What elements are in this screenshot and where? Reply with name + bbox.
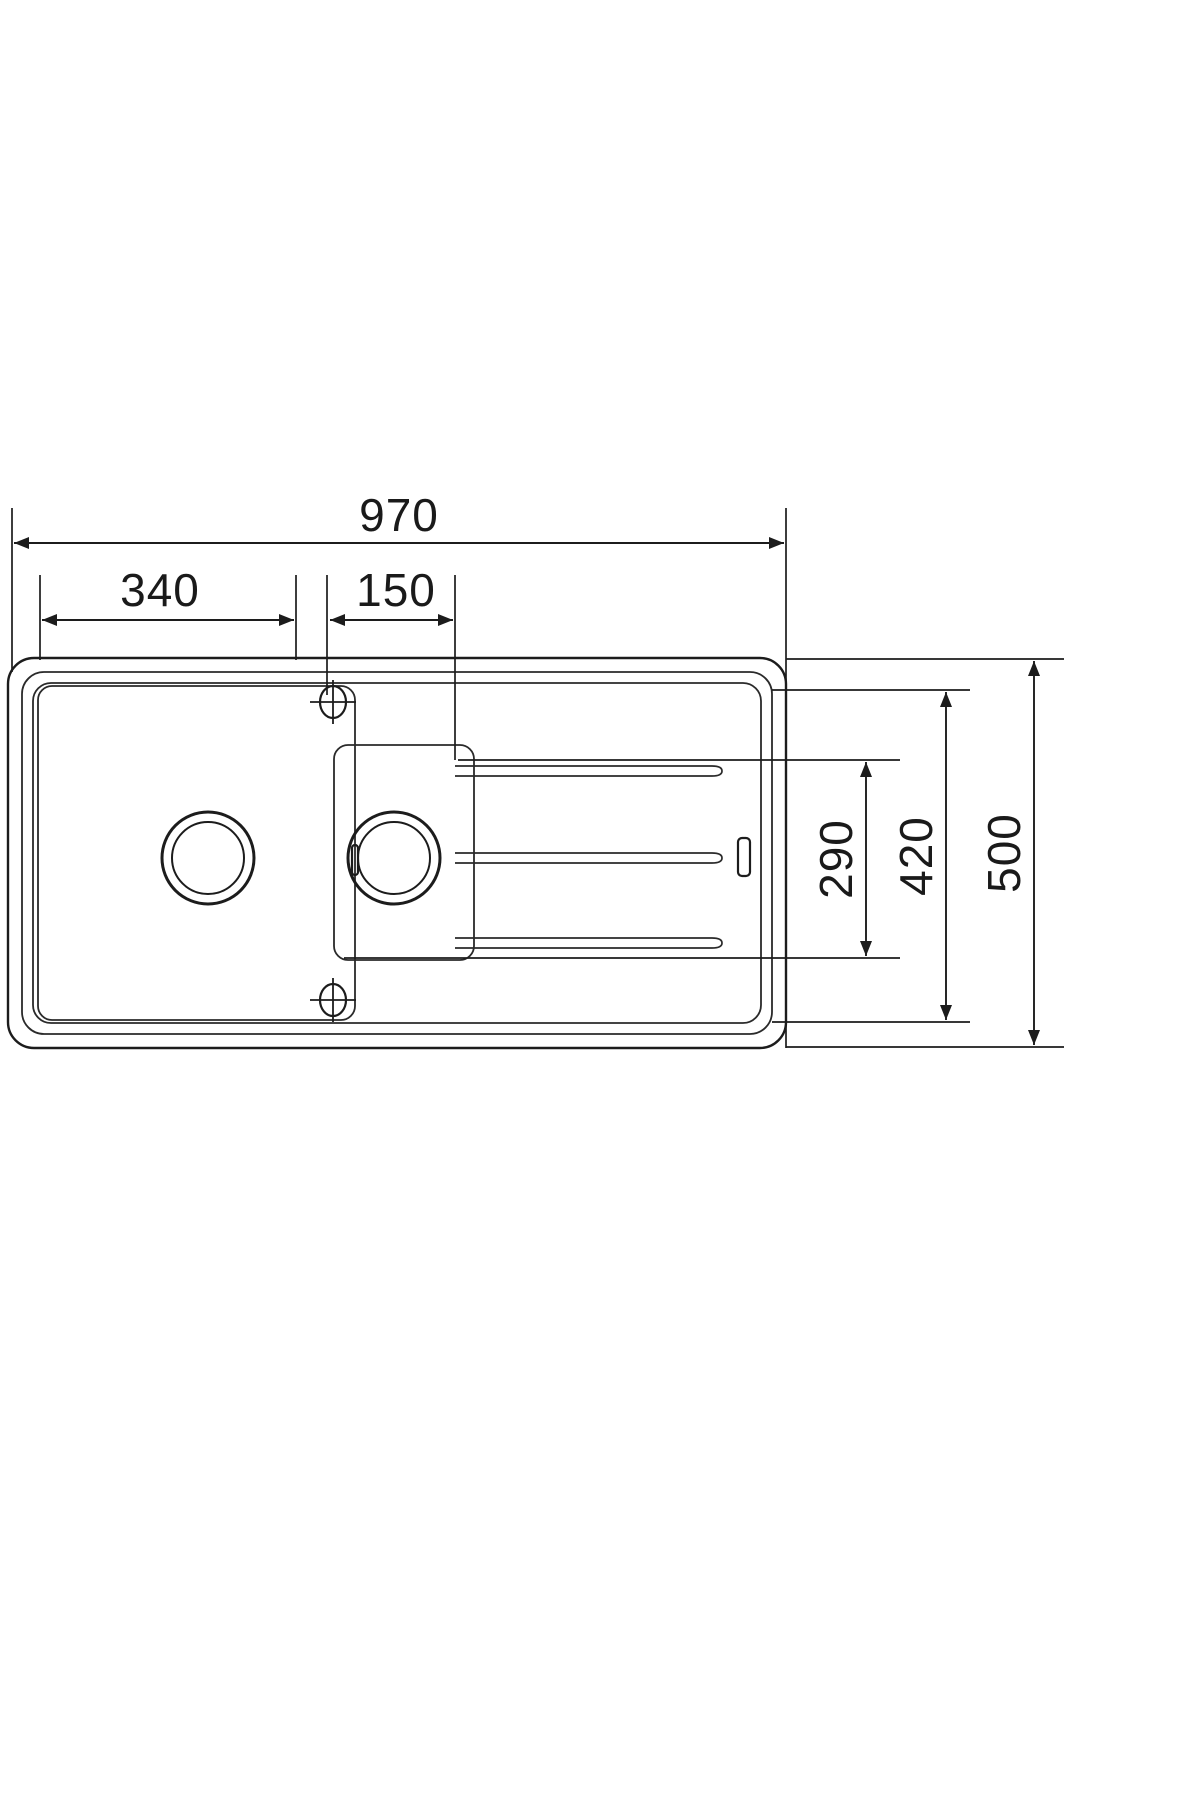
main-bowl [37,685,360,1021]
dimension-label-420: 420 [890,816,942,896]
sink-flange-line [21,671,773,1035]
dimension-bowl-depth: 420 [890,692,952,1020]
vertical-extension-lines [344,658,1064,1048]
dimension-inner-depth: 290 [810,762,872,956]
dimension-label-150: 150 [356,564,436,616]
dimension-bowl-width: 340 [42,564,294,626]
drainboard-groove-2 [455,852,723,864]
drainboard-grooves [455,765,752,949]
main-bowl-outline [37,685,356,1021]
dimension-overall-width: 970 [14,489,784,549]
secondary-drain-ring-inner [357,821,431,895]
secondary-drain-ring-outer [346,810,442,906]
drainboard-groove-3 [455,937,723,949]
overflow-slot [736,836,752,878]
dimension-label-340: 340 [120,564,200,616]
tap-hole-marker-bottom [310,978,356,1022]
drainboard-groove-1 [455,765,723,777]
dimension-small-bowl-gap: 150 [330,564,453,626]
dimension-label-290: 290 [810,819,862,899]
main-drain-ring-inner [171,821,245,895]
sink-inner-edge [32,682,762,1024]
dimension-label-500: 500 [978,813,1030,893]
tap-hole-marker-top [310,680,356,724]
dimension-overall-depth: 500 [978,661,1040,1045]
main-drain-ring-outer [160,810,256,906]
dimension-label-970: 970 [359,489,439,541]
